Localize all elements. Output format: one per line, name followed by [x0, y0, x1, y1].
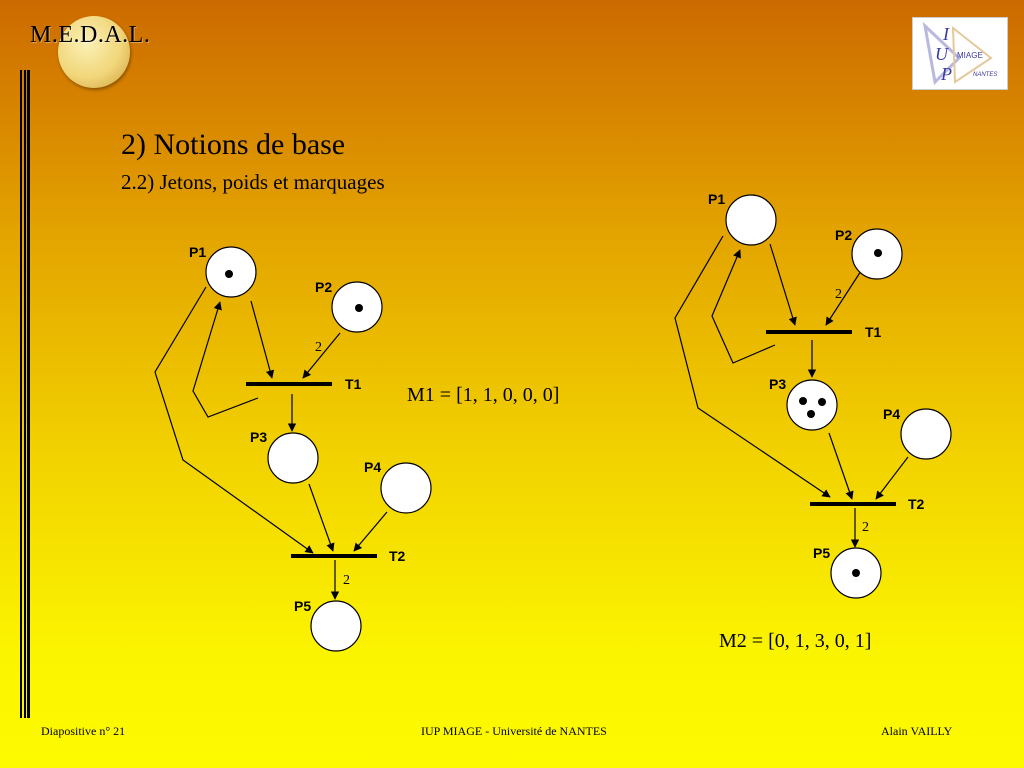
logo-letter-p: P	[940, 64, 952, 84]
right-label-t1: T1	[865, 324, 882, 340]
left-arc-p1-t2	[154, 286, 314, 554]
right-place-p1	[725, 194, 777, 246]
left-label-p4: P4	[364, 459, 381, 475]
right-label-p5: P5	[813, 545, 830, 561]
slide-subtitle: 2.2) Jetons, poids et marquages	[121, 170, 385, 194]
left-arc-p3-t2	[308, 483, 335, 552]
left-place-p4	[380, 462, 432, 514]
footer-author: Alain VAILLY	[881, 724, 953, 738]
slide-title: 2) Notions de base	[121, 128, 346, 161]
right-weight-p2-t1: 2	[835, 287, 842, 302]
right-arc-p4-t2	[875, 456, 909, 500]
right-tokens	[799, 249, 882, 577]
logo-letter-u: U	[935, 44, 949, 64]
left-weight-p2-t1: 2	[315, 340, 322, 355]
left-place-p3	[267, 432, 319, 484]
right-arc-p2-t1	[825, 270, 862, 326]
right-place-p4	[900, 408, 952, 460]
left-label-t2: T2	[389, 548, 406, 564]
right-arc-t1-p1	[711, 249, 776, 364]
left-label-t1: T1	[345, 376, 362, 392]
right-place-p3	[786, 379, 838, 431]
left-label-p1: P1	[189, 244, 206, 260]
logo-letter-i: I	[942, 24, 950, 44]
left-place-p5	[310, 600, 362, 652]
brand-title: M.E.D.A.L.	[30, 22, 151, 48]
left-label-p3: P3	[250, 429, 267, 445]
left-weight-t2-p5: 2	[343, 573, 350, 588]
left-border-bars	[20, 70, 30, 718]
right-token-p2	[874, 249, 882, 257]
footer-institution: IUP MIAGE - Université de NANTES	[421, 724, 607, 738]
marking-m2: M2 = [0, 1, 3, 0, 1]	[719, 630, 872, 652]
left-arc-p2-t1	[302, 332, 341, 379]
right-label-t2: T2	[908, 496, 925, 512]
right-label-p3: P3	[769, 376, 786, 392]
right-token-p5	[852, 569, 860, 577]
left-token-p1	[225, 270, 233, 278]
footer-slide-number: Diapositive n° 21	[41, 724, 126, 738]
left-tokens	[225, 270, 363, 312]
right-token-p3-c	[807, 410, 815, 418]
medal-coin-image	[58, 16, 130, 88]
marking-m1: M1 = [1, 1, 0, 0, 0]	[407, 384, 560, 406]
logo-word-nantes: NANTES	[973, 72, 997, 78]
left-label-p5: P5	[294, 598, 311, 614]
right-label-p1: P1	[708, 191, 725, 207]
right-petri-net	[674, 194, 952, 599]
right-token-p3-a	[799, 397, 807, 405]
right-arc-p1-t2	[674, 235, 831, 498]
right-weight-t2-p5: 2	[862, 520, 869, 535]
left-petri-net	[154, 246, 432, 652]
right-label-p2: P2	[835, 227, 852, 243]
right-arc-p1-t1	[769, 243, 797, 326]
left-arc-t1-p1	[192, 301, 259, 418]
right-arc-p3-t2	[828, 432, 854, 500]
iup-miage-logo: I U P MIAGE NANTES	[912, 17, 1008, 90]
logo-word-miage: MIAGE	[957, 51, 983, 60]
right-label-p4: P4	[883, 406, 900, 422]
left-arc-p1-t1	[250, 300, 275, 379]
left-label-p2: P2	[315, 279, 332, 295]
left-token-p2	[355, 304, 363, 312]
left-arc-p4-t2	[353, 511, 388, 552]
right-token-p3-b	[818, 398, 826, 406]
